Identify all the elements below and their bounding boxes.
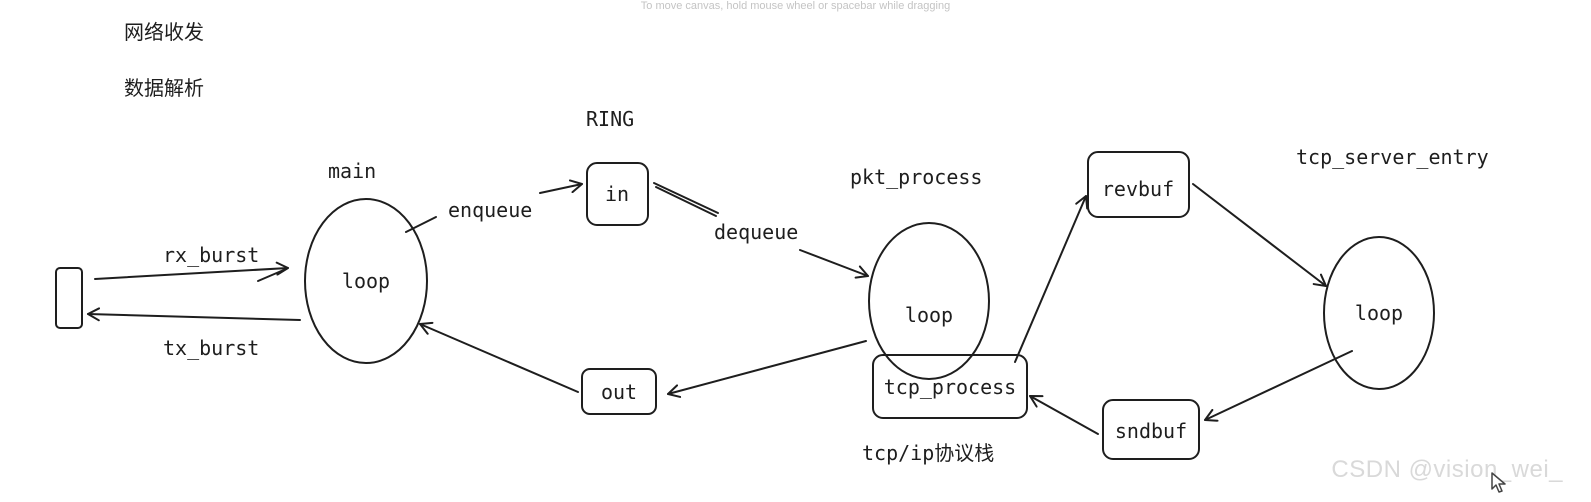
revbuf-node[interactable] xyxy=(1087,151,1190,218)
server-loop-node[interactable] xyxy=(1323,236,1435,390)
edge-server-to-sndbuf[interactable] xyxy=(1204,350,1353,422)
tcp-process-text: tcp_process xyxy=(884,375,1016,399)
edge-tcp-to-revbuf[interactable] xyxy=(1014,195,1089,363)
csdn-watermark: CSDN @vision_wei_ xyxy=(1331,456,1563,483)
edge-dequeue-start xyxy=(653,182,719,214)
server-loop-text: loop xyxy=(1355,301,1403,325)
edge-rx-burst-stroke xyxy=(257,268,287,282)
enqueue-label: enqueue xyxy=(448,198,532,222)
edge-rx-burst[interactable] xyxy=(94,261,289,280)
edge-sndbuf-to-tcp[interactable] xyxy=(1029,395,1099,435)
main-label: main xyxy=(328,159,376,183)
rx-burst-label: rx_burst xyxy=(163,243,259,267)
note-data-parse: 数据解析 xyxy=(124,76,204,100)
ring-in-text: in xyxy=(605,182,629,206)
main-loop-node[interactable] xyxy=(304,198,428,364)
edge-dequeue-start-double xyxy=(655,186,717,217)
tcp-process-node[interactable] xyxy=(872,354,1028,419)
note-network-io: 网络收发 xyxy=(124,20,204,44)
ring-in-node[interactable] xyxy=(586,162,649,226)
tcp-server-entry-label: tcp_server_entry xyxy=(1296,145,1489,169)
edge-enqueue[interactable] xyxy=(539,179,583,194)
out-node[interactable] xyxy=(581,368,657,415)
sndbuf-node[interactable] xyxy=(1102,399,1200,460)
sndbuf-text: sndbuf xyxy=(1115,419,1187,443)
tx-burst-label: tx_burst xyxy=(163,336,259,360)
main-loop-text: loop xyxy=(342,269,390,293)
pkt-loop-node[interactable] xyxy=(868,222,990,380)
revbuf-text: revbuf xyxy=(1102,177,1174,201)
dequeue-label: dequeue xyxy=(714,220,798,244)
pkt-loop-text: loop xyxy=(905,303,953,327)
edge-tx-burst[interactable] xyxy=(87,307,301,322)
mouse-cursor-icon xyxy=(1491,472,1506,493)
edge-pkt-to-out[interactable] xyxy=(667,340,867,398)
pkt-process-label: pkt_process xyxy=(850,165,982,189)
tcpip-stack-label: tcp/ip协议栈 xyxy=(862,441,994,465)
canvas-hint: To move canvas, hold mouse wheel or spac… xyxy=(640,0,951,12)
edge-out-to-main[interactable] xyxy=(419,321,579,393)
edge-dequeue[interactable] xyxy=(799,249,869,279)
ring-label: RING xyxy=(586,107,634,131)
edge-enqueue-start xyxy=(405,216,437,233)
out-text: out xyxy=(601,380,637,404)
edge-revbuf-to-server[interactable] xyxy=(1192,183,1327,287)
nic-port[interactable] xyxy=(55,267,83,329)
